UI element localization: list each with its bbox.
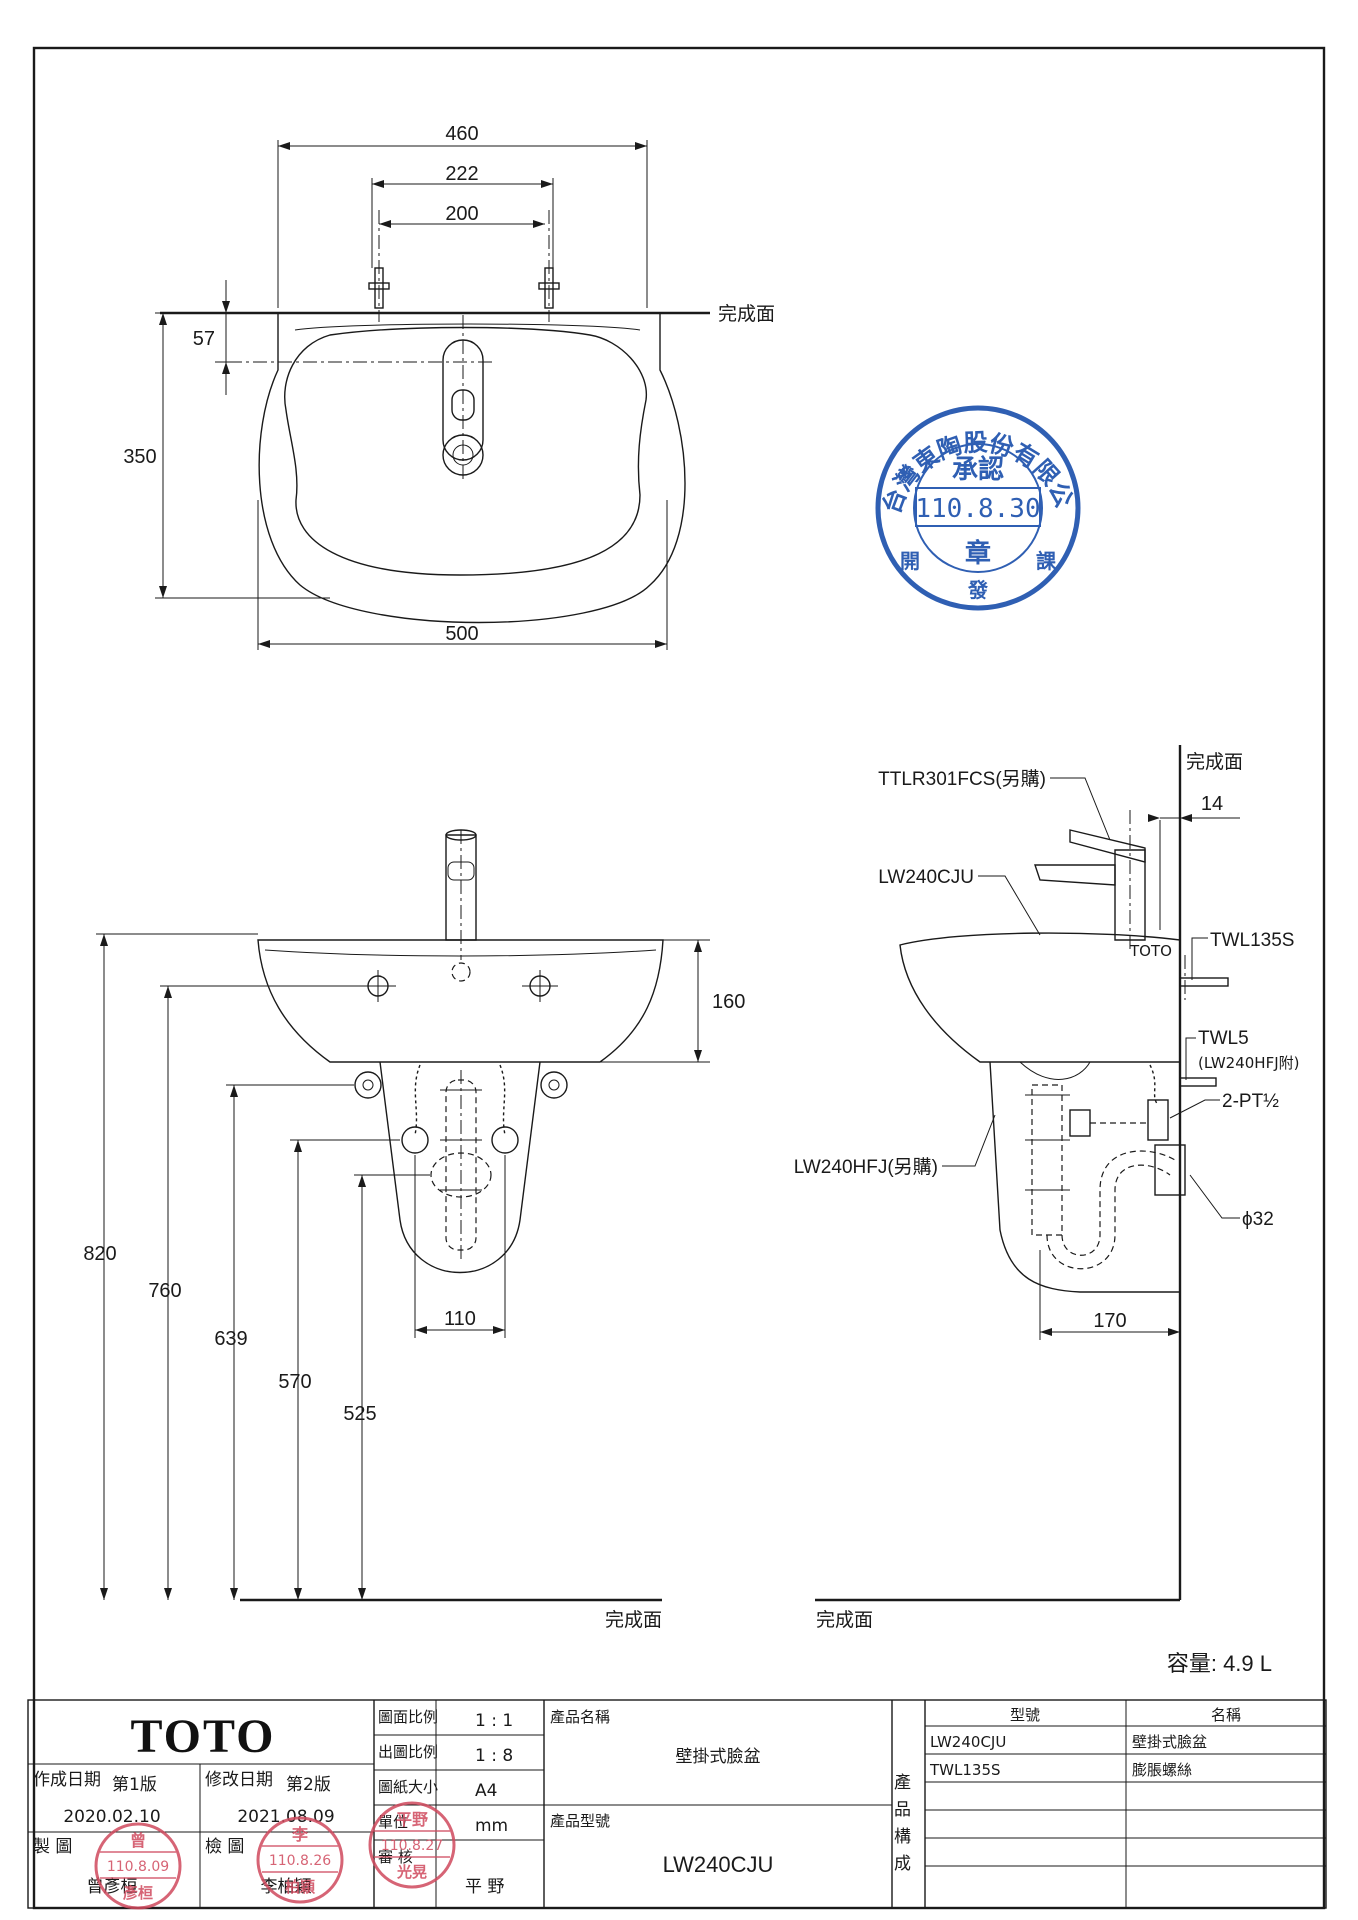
product-model: LW240CJU (663, 1852, 774, 1877)
unit-value: mm (475, 1816, 508, 1836)
paper-value: A4 (475, 1781, 497, 1801)
dim-14: 14 (1201, 793, 1223, 815)
approved-by: 平 野 (465, 1877, 504, 1897)
col-name-header: 名稱 (1211, 1706, 1241, 1724)
faucet-label: TTLR301FCS(另購) (878, 768, 1046, 790)
basin-label: LW240CJU (878, 867, 974, 888)
dim-350: 350 (123, 446, 156, 468)
finish-surface-label-top: 完成面 (718, 303, 775, 325)
sheet-border (32, 46, 1326, 1910)
approval-seal: 台灣東陶股份有限公司 承認 110.8.30 章 開 發 課 (0, 0, 1081, 611)
composition-label: 產品構成 (890, 1773, 911, 1881)
dim-500: 500 (445, 623, 478, 645)
seal-bottom: 發 (967, 578, 988, 602)
side-brand-mark: TOTO (1129, 942, 1172, 960)
dim-110: 110 (444, 1308, 476, 1330)
stamp3-top: 平野 (396, 1810, 428, 1829)
drawn-label: 製 圖 (33, 1837, 72, 1857)
svg-text:台灣東陶股份有限公司: 台灣東陶股份有限公司 (0, 0, 1078, 517)
dim-760: 760 (148, 1280, 181, 1302)
finish-surface-label-front: 完成面 (605, 1609, 662, 1631)
seal-right: 課 (1036, 549, 1057, 573)
dim-639: 639 (214, 1328, 247, 1350)
dim-57: 57 (193, 328, 215, 350)
product-name-label: 產品名稱 (550, 1708, 610, 1726)
red-stamp-approved: 平野 110.8.27 光晃 (368, 1801, 456, 1889)
bolt-label: TWL135S (1210, 930, 1294, 951)
title-block: TOTO 作成日期 第1版 2020.02.10 修改日期 第2版 2021.0… (27, 1699, 1327, 1909)
col-model-header: 型號 (1010, 1706, 1040, 1724)
seal-date: 110.8.30 (915, 494, 1040, 524)
trap-label: LW240HFJ(另購) (794, 1156, 938, 1178)
checked-label: 檢 圖 (205, 1837, 244, 1857)
scale1-value: 1 : 1 (475, 1711, 513, 1731)
row1-name: 壁掛式臉盆 (1132, 1733, 1207, 1751)
dim-570: 570 (278, 1371, 311, 1393)
stamp3-bottom: 光晃 (396, 1863, 427, 1881)
finish-surface-label-side-top: 完成面 (1186, 751, 1243, 773)
stamp2-top: 李 (291, 1825, 309, 1844)
pt-label: 2-PT½ (1222, 1091, 1279, 1112)
front-view: 完成面 160 820 760 639 570 (83, 829, 745, 1631)
revised-date: 2021.08.09 (237, 1807, 334, 1827)
capacity: 容量: 4.9 L (1167, 1651, 1272, 1676)
seal-ring-text: 台灣東陶股份有限公司 (0, 0, 1078, 517)
twl5-note: (LW240HFJ附) (1198, 1054, 1299, 1072)
seal-left: 開 (900, 549, 920, 573)
dim-200: 200 (445, 203, 478, 225)
scale2-value: 1 : 8 (475, 1746, 513, 1766)
red-stamp-drawn: 曾 110.8.09 彥桓 (94, 1822, 182, 1910)
row1-model: LW240CJU (930, 1733, 1006, 1751)
revised-label: 修改日期 (205, 1770, 273, 1790)
dim-460: 460 (445, 123, 478, 145)
toto-logo: TOTO (131, 1710, 276, 1763)
seal-center: 章 (965, 538, 991, 569)
twl5-label: TWL5 (1198, 1028, 1249, 1049)
dim-820: 820 (83, 1243, 116, 1265)
top-view: 完成面 460 (123, 123, 775, 650)
product-name: 壁掛式臉盆 (676, 1747, 761, 1767)
stamp3-date: 110.8.27 (381, 1838, 443, 1854)
dim-170: 170 (1093, 1310, 1126, 1332)
product-model-label: 產品型號 (550, 1812, 610, 1830)
row2-model: TWL135S (929, 1761, 1001, 1779)
red-stamp-checked: 李 110.8.26 柏穎 (256, 1816, 344, 1904)
dim-525: 525 (343, 1403, 376, 1425)
side-view: 完成面 完成面 TOTO 14 (794, 745, 1299, 1631)
stamp1-bottom: 彥桓 (122, 1884, 153, 1902)
paper-label: 圖紙大小 (378, 1778, 438, 1796)
unit-label: 單位 (378, 1813, 408, 1831)
stamp2-bottom: 柏穎 (285, 1878, 316, 1896)
revised-ver: 第2版 (286, 1775, 331, 1795)
stamp1-top: 曾 (130, 1831, 146, 1850)
finish-surface-label-side-floor: 完成面 (816, 1609, 873, 1631)
dim-160: 160 (712, 991, 745, 1013)
dim-222: 222 (445, 163, 478, 185)
scale1-label: 圖面比例 (378, 1708, 438, 1726)
row2-name: 膨脹螺絲 (1132, 1761, 1192, 1779)
created-ver: 第1版 (112, 1775, 157, 1795)
stamp1-date: 110.8.09 (107, 1859, 169, 1875)
pipe-label: ϕ32 (1242, 1209, 1274, 1230)
created-label: 作成日期 (33, 1770, 101, 1790)
seal-title: 承認 (952, 454, 1004, 485)
scale2-label: 出圖比例 (378, 1743, 438, 1761)
created-date: 2020.02.10 (63, 1807, 160, 1827)
stamp2-date: 110.8.26 (269, 1853, 331, 1869)
